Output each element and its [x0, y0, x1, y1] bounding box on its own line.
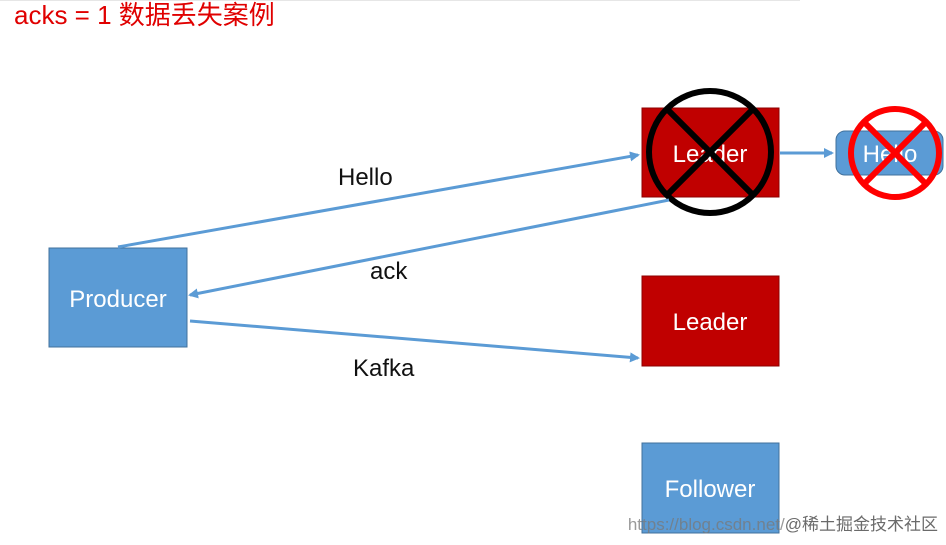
- follower-label: Follower: [665, 476, 756, 503]
- follower-node: Follower: [641, 442, 780, 534]
- ack-edge-label: ack: [370, 258, 408, 285]
- watermark-url: https://blog.csdn.net/: [627, 515, 785, 534]
- leader-crash-icon: [646, 88, 774, 216]
- watermark: https://blog.csdn.net/@稀土掘金技术社区: [628, 510, 938, 535]
- hello-arrow: [117, 151, 640, 249]
- ack-arrow: [188, 198, 670, 299]
- kafka-arrow: [189, 319, 640, 363]
- producer-node: Producer: [48, 247, 188, 348]
- hello-edge-label: Hello: [338, 164, 393, 191]
- watermark-site: @稀土掘金技术社区: [784, 515, 938, 534]
- page-title: acks = 1 数据丢失案例: [14, 0, 275, 30]
- leader-label: Leader: [673, 309, 748, 336]
- kafka-edge-label: Kafka: [353, 355, 415, 382]
- prohibited-icon: [848, 106, 942, 200]
- producer-label: Producer: [69, 286, 166, 313]
- title-divider: [0, 0, 800, 1]
- leader-node: Leader: [641, 275, 780, 367]
